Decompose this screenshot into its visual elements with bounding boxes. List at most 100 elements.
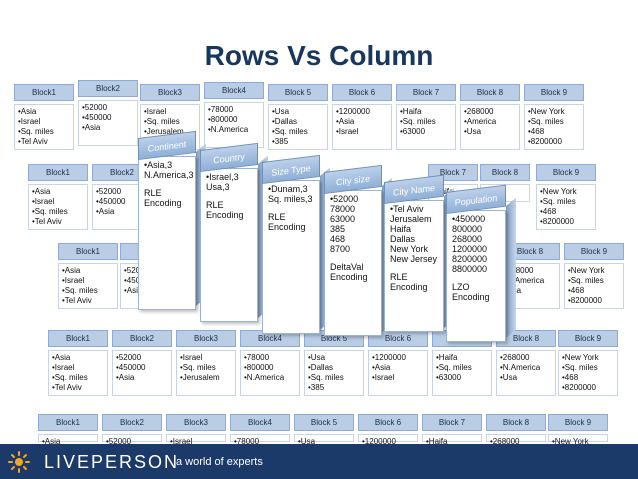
block-header: Block 9 <box>536 164 596 181</box>
column-value: New Jersey <box>390 254 438 264</box>
block-value: •Tel Aviv <box>18 137 48 146</box>
column-value: •Tel Aviv <box>390 204 424 214</box>
block-values: •Israel <box>166 434 226 446</box>
column-side <box>506 197 516 338</box>
column-value: •Dunam,3 <box>268 184 308 194</box>
block-value: •268000 <box>500 353 530 362</box>
block-value: •Sq. miles <box>308 373 344 382</box>
block-value: •8200000 <box>540 217 574 226</box>
block-header: Block2 <box>102 414 162 431</box>
block-value: •63000 <box>400 127 426 136</box>
block-value: •Israel <box>32 197 55 206</box>
slide-title: Rows Vs Column <box>204 40 434 71</box>
block-header: Block3 <box>176 330 236 347</box>
block-value: •Israel <box>18 117 41 126</box>
block-value: •Dallas <box>272 117 298 126</box>
block-values: •New York•Sq. miles•468•8200000 <box>564 263 624 309</box>
block-value: •468 <box>568 286 585 295</box>
block-value: •800000 <box>208 115 238 124</box>
block-value: •Tel Aviv <box>62 296 92 305</box>
brand-name: LIVEPERSON <box>44 452 180 472</box>
block-value: •78000 <box>208 105 234 114</box>
block-values: •Asia•Israel•Sq. miles•Tel Aviv <box>28 184 88 230</box>
block-value: •Israel <box>144 107 167 116</box>
encoding-label: Encoding <box>268 222 306 232</box>
block-value: •Israel <box>52 363 75 372</box>
block-value: •Asia <box>18 107 37 116</box>
block-values: •268000•America•Usa <box>460 104 520 150</box>
block-values: •Asia•Israel•Sq. miles•Tel Aviv <box>14 104 74 150</box>
block-value: •450000 <box>96 197 126 206</box>
encoding-label: Encoding <box>452 292 490 302</box>
block-header: Block 8 <box>486 414 546 431</box>
block-values: •Asia <box>38 434 98 446</box>
data-block: Block1•Asia•Israel•Sq. miles•Tel Aviv <box>48 330 108 398</box>
column-value: 468 <box>330 234 346 244</box>
column-value: Jerusalem <box>390 214 432 224</box>
block-header: Block 6 <box>358 414 418 431</box>
data-block: Block2•52000•450000•Asia <box>112 330 172 398</box>
block-value: •New York <box>562 353 599 362</box>
block-values: •Haifa•Sq. miles•63000 <box>432 350 492 396</box>
block-value: •385 <box>272 137 289 146</box>
data-block: Block 9•New York•Sq. miles•468•8200000 <box>524 84 584 152</box>
block-value: •Tel Aviv <box>52 383 82 392</box>
block-value: •1200000 <box>372 353 406 362</box>
block-value: •1200000 <box>362 437 396 446</box>
block-header: Block1 <box>38 414 98 431</box>
block-value: •Usa <box>298 437 316 446</box>
block-header: Block 5 <box>294 414 354 431</box>
block-value: •New York <box>552 437 589 446</box>
column-value: N.America,3 <box>144 170 194 180</box>
block-values: •1200000 <box>358 434 418 446</box>
block-values: •268000 <box>486 434 546 446</box>
block-header: Block2 <box>92 164 152 181</box>
data-block: Block 9•New York•Sq. miles•468•8200000 <box>536 164 596 232</box>
data-block: Block1•Asia•Israel•Sq. miles•Tel Aviv <box>28 164 88 232</box>
block-value: •52000 <box>106 437 132 446</box>
block-header: Block3 <box>140 84 200 101</box>
column-value: New York <box>390 244 429 254</box>
column-value: Haifa <box>390 224 412 234</box>
block-header: Block3 <box>166 414 226 431</box>
block-value: •Asia <box>32 187 51 196</box>
block-value: •Usa <box>308 353 326 362</box>
block-value: •Sq. miles <box>32 207 68 216</box>
block-value: •800000 <box>244 363 274 372</box>
column-value: 800000 <box>452 224 483 234</box>
block-value: •Asia <box>336 117 355 126</box>
block-values: •New York•Sq. miles•468•8200000 <box>558 350 618 396</box>
data-block: Block2 •52000 <box>102 414 162 446</box>
block-value: •Usa <box>500 373 518 382</box>
block-value: •Asia <box>52 353 71 362</box>
data-block: Block1•Asia•Israel•Sq. miles•Tel Aviv <box>58 243 118 311</box>
block-header: Block 5 <box>268 84 328 101</box>
block-header: Block 7 <box>396 84 456 101</box>
data-block: Block 6•1200000•Asia•Israel <box>332 84 392 152</box>
block-value: •Sq. miles <box>400 117 436 126</box>
data-block: Block 9•New York <box>548 414 608 446</box>
column-value: •Asia,3 <box>144 160 173 170</box>
block-header: Block1 <box>48 330 108 347</box>
block-value: •N.America <box>500 363 541 372</box>
block-value: •Israel <box>170 437 193 446</box>
block-header: Block1 <box>14 84 74 101</box>
block-value: •Israel <box>336 127 359 136</box>
block-values: •52000•450000•Asia <box>112 350 172 396</box>
encoding-label: RLE <box>268 212 286 222</box>
block-value: •America <box>464 117 497 126</box>
block-value: •Dallas <box>308 363 334 372</box>
block-values: •78000•800000•N.America <box>240 350 300 396</box>
block-value: •Asia <box>82 123 101 132</box>
